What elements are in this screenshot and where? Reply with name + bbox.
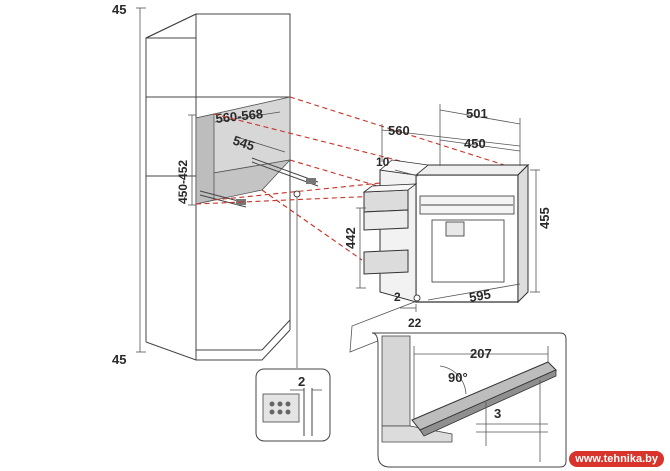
label-gap-bottom: 2 (394, 290, 401, 304)
label-niche-width: 560-568 (215, 106, 264, 126)
watermark-badge: www.tehnika.by (569, 451, 664, 467)
label-front-thickness: 22 (408, 316, 422, 330)
label-detail-gap: 2 (298, 374, 305, 389)
detail-handle (371, 332, 567, 468)
label-oven-width-body: 560 (388, 123, 410, 138)
oven-dimension-lines (356, 104, 540, 312)
label-oven-depth-body: 450 (464, 136, 486, 151)
label-niche-depth: 545 (231, 133, 256, 154)
label-detail-angle: 90° (448, 370, 468, 385)
label-front-offset: 10 (376, 155, 390, 169)
label-niche-height: 450-452 (176, 160, 190, 204)
label-detail-offset: 3 (494, 406, 501, 421)
cabinet-dimension-lines (136, 7, 286, 353)
detail-leaders (293, 190, 421, 368)
label-front-height: 455 (537, 207, 552, 229)
label-detail-length: 207 (470, 346, 492, 361)
label-cab-bottom-depth: 45 (112, 352, 126, 367)
label-cab-top-depth: 45 (112, 2, 126, 17)
niche (195, 96, 319, 208)
projection-lines (195, 96, 521, 261)
detail-panel-gap (255, 368, 331, 442)
label-oven-depth-total: 501 (466, 106, 488, 121)
built-in-oven (362, 159, 530, 304)
label-front-width: 595 (468, 286, 492, 305)
label-body-height: 442 (343, 227, 358, 249)
